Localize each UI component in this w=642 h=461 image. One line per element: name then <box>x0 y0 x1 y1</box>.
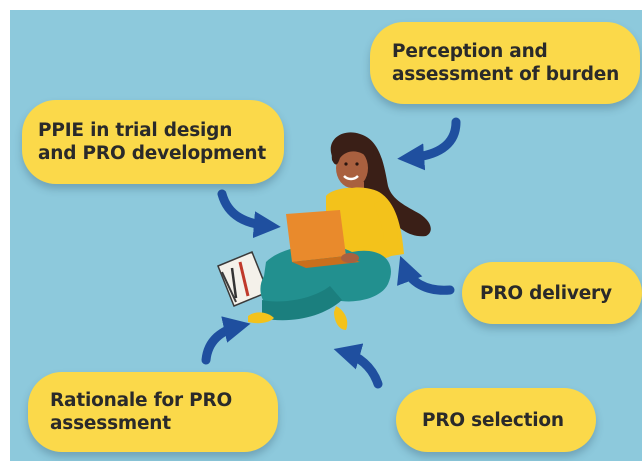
arrow-rationale <box>201 316 251 365</box>
label-selection-text: PRO selection <box>422 409 564 431</box>
label-perception-text: Perception and assessment of burden <box>392 41 620 85</box>
label-ppie: PPIE in trial design and PRO development <box>22 100 284 184</box>
label-rationale-text: Rationale for PRO assessment <box>50 390 233 434</box>
arrow-delivery <box>397 255 455 295</box>
arrow-perception <box>397 117 461 171</box>
label-perception: Perception and assessment of burden <box>370 22 640 104</box>
label-ppie-text: PPIE in trial design and PRO development <box>38 120 267 164</box>
arrow-ppie <box>217 189 281 239</box>
arrow-selection <box>333 343 383 389</box>
label-delivery-text: PRO delivery <box>480 282 612 304</box>
label-delivery: PRO delivery <box>462 262 642 324</box>
label-rationale: Rationale for PRO assessment <box>28 372 278 452</box>
label-selection: PRO selection <box>396 388 596 452</box>
